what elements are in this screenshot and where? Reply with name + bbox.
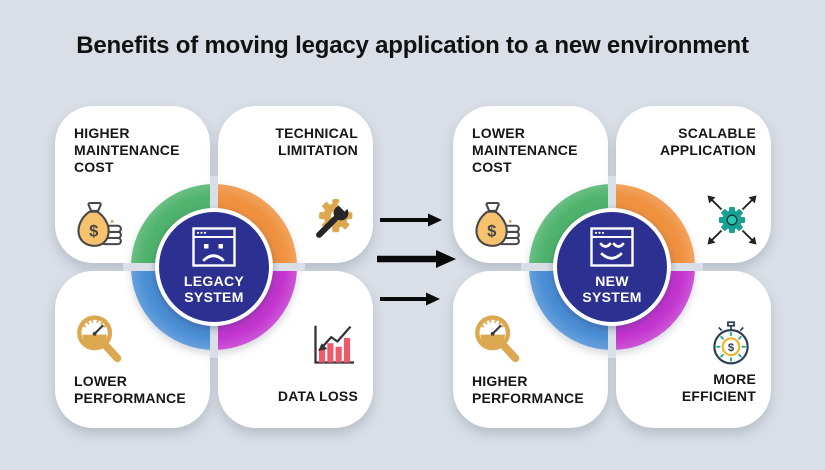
new-system-diagram: LOWER MAINTENANCE COST $ SCALABLE APPLIC… [453,106,771,428]
money-bag-icon: $ [469,196,525,252]
legacy-system-circle: LEGACY SYSTEM [155,208,273,326]
new-system-circle: NEW SYSTEM [553,208,671,326]
page-title: Benefits of moving legacy application to… [76,32,749,59]
card-label: DATA LOSS [277,387,358,404]
card-higher-maintenance-cost: HIGHER MAINTENANCE COST $ [55,106,210,263]
card-label: HIGHER MAINTENANCE COST [74,125,180,176]
legacy-system-diagram: HIGHER MAINTENANCE COST $ TECHNICAL LIMI… [55,106,373,428]
svg-text:$: $ [728,342,735,354]
svg-text:$: $ [487,221,496,240]
arrow-right-small [380,292,440,306]
sad-app-window-icon [192,227,236,267]
card-label: LOWER PERFORMANCE [74,372,186,406]
new-system-label: NEW SYSTEM [582,273,642,305]
wrench-gear-icon [306,192,362,248]
performance-gauge-icon [71,311,127,367]
card-label: MORE EFFICIENT [681,370,756,404]
legacy-system-label: LEGACY SYSTEM [183,273,245,305]
card-label: SCALABLE APPLICATION [659,125,756,159]
happy-app-window-icon [590,227,634,267]
arrow-right-large [377,250,456,268]
bar-chart-decline-icon [305,317,361,373]
transition-arrows [372,204,464,314]
gear-expand-icon [704,192,760,248]
card-lower-performance: LOWER PERFORMANCE [55,271,210,428]
card-label: LOWER MAINTENANCE COST [472,125,578,176]
arrow-right-small [380,213,442,227]
card-label: TECHNICAL LIMITATION [275,125,358,159]
card-label: HIGHER PERFORMANCE [472,372,584,406]
svg-text:$: $ [89,221,98,240]
performance-gauge-icon [469,311,525,367]
money-bag-icon: $ [71,196,127,252]
stopwatch-dollar-icon: $ [703,317,759,373]
